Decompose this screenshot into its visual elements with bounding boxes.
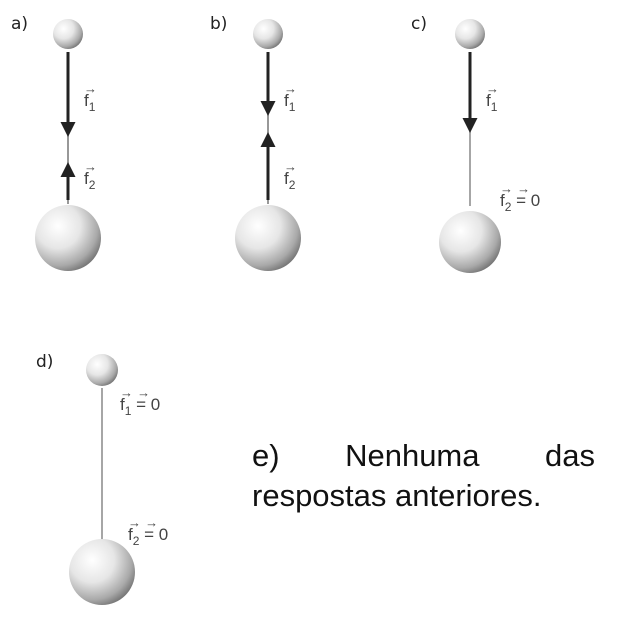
option-b-small-sphere bbox=[253, 19, 283, 49]
option-c-small-sphere bbox=[455, 19, 485, 49]
option-b-f2-label: →f2 bbox=[284, 159, 297, 192]
vector-arrow-icon: → bbox=[128, 515, 141, 530]
option-c-f1-label: →f1 bbox=[486, 81, 499, 114]
vector-arrow-icon: → bbox=[284, 81, 297, 96]
option-a-f1-label: →f1 bbox=[84, 81, 97, 114]
option-c-figure bbox=[439, 19, 501, 273]
option-b-figure bbox=[235, 19, 301, 271]
option-b-large-sphere bbox=[235, 205, 301, 271]
option-a-large-sphere bbox=[35, 205, 101, 271]
option-a-small-sphere bbox=[53, 19, 83, 49]
option-d-f1-equals-zero: →= 0 bbox=[136, 385, 161, 414]
vector-arrow-icon: → bbox=[84, 81, 97, 96]
option-d-f2-equals-zero: →= 0 bbox=[144, 515, 169, 544]
option-b-f1-label: →f1 bbox=[284, 81, 297, 114]
option-a-f2-label: →f2 bbox=[84, 159, 97, 192]
option-d-f2-label: →f2 →= 0 bbox=[128, 515, 169, 548]
vector-arrow-icon: → bbox=[517, 181, 531, 196]
option-a-figure bbox=[35, 19, 101, 271]
option-b-label: b) bbox=[210, 14, 228, 34]
option-c-large-sphere bbox=[439, 211, 501, 273]
option-a-label: a) bbox=[11, 14, 29, 34]
option-d-label: d) bbox=[36, 352, 54, 372]
vector-arrow-icon: → bbox=[137, 385, 151, 400]
option-c-f2-label: →f2 →= 0 bbox=[500, 181, 541, 214]
vector-arrow-icon: → bbox=[500, 181, 513, 196]
vector-arrow-icon: → bbox=[486, 81, 499, 96]
option-c-label: c) bbox=[411, 14, 427, 34]
option-d-figure bbox=[69, 354, 135, 605]
option-d-large-sphere bbox=[69, 539, 135, 605]
vector-arrow-icon: → bbox=[120, 385, 133, 400]
vector-arrow-icon: → bbox=[84, 159, 97, 174]
vector-arrow-icon: → bbox=[284, 159, 297, 174]
option-d-f1-label: →f1 →= 0 bbox=[120, 385, 161, 418]
option-e-answer: e) Nenhuma das respostas anteriores. bbox=[252, 438, 595, 513]
option-d-small-sphere bbox=[86, 354, 118, 386]
vector-arrow-icon: → bbox=[145, 515, 159, 530]
option-c-f2-equals-zero: →= 0 bbox=[516, 181, 541, 210]
